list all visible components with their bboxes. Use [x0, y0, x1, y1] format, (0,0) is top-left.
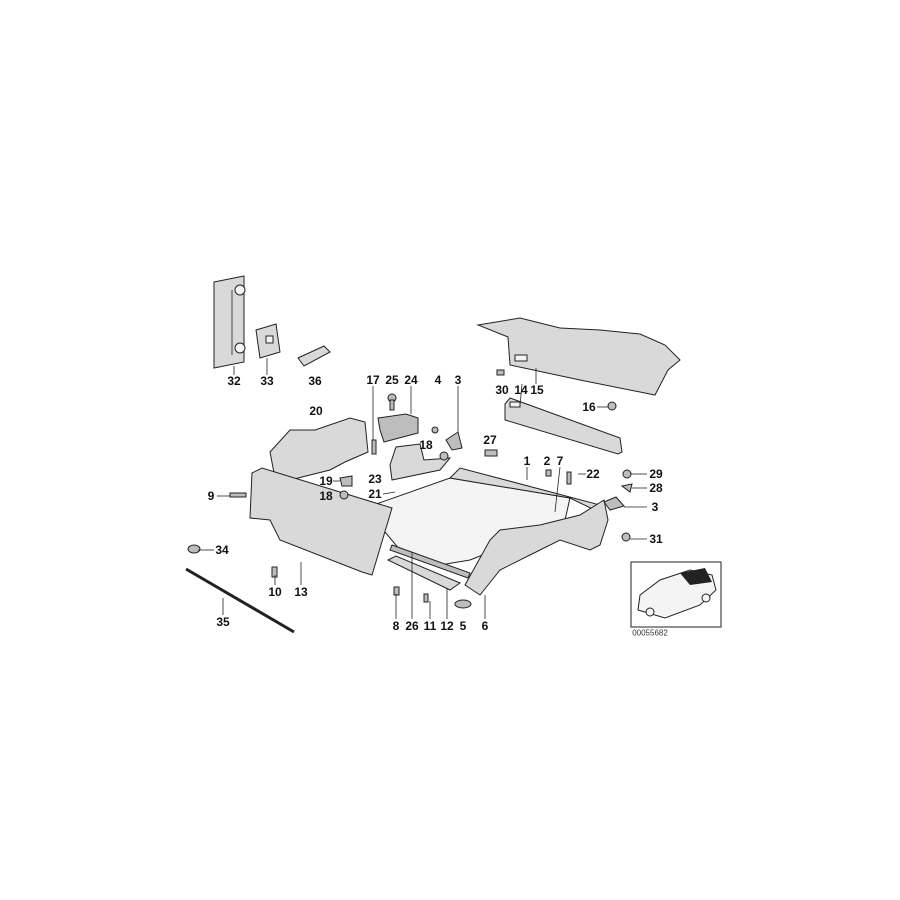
callout-17[interactable]: 17 [366, 373, 380, 387]
callout-4[interactable]: 4 [434, 373, 442, 387]
part-33[interactable] [255, 323, 281, 359]
part-14-trim-panel[interactable] [504, 397, 623, 455]
part-26[interactable] [389, 544, 471, 579]
part-27[interactable] [484, 449, 498, 457]
callout-14[interactable]: 14 [514, 383, 528, 397]
callout-33[interactable]: 33 [260, 374, 274, 388]
callout-9[interactable]: 9 [207, 489, 215, 503]
part-35-rod[interactable] [185, 567, 295, 634]
callout-13[interactable]: 13 [294, 585, 308, 599]
callout-27[interactable]: 27 [483, 433, 497, 447]
callout-35[interactable]: 35 [216, 615, 230, 629]
vehicle-location-inset [630, 561, 722, 628]
callout-16[interactable]: 16 [582, 400, 596, 414]
part-24[interactable] [377, 413, 419, 443]
drawing-number: 00055682 [632, 628, 668, 638]
callout-22[interactable]: 22 [586, 467, 600, 481]
part-3-bracket[interactable] [445, 431, 463, 451]
callout-6[interactable]: 6 [481, 619, 489, 633]
callout-34[interactable]: 34 [215, 543, 229, 557]
callout-8[interactable]: 8 [392, 619, 400, 633]
callout-10[interactable]: 10 [268, 585, 282, 599]
callout-3[interactable]: 3 [454, 373, 462, 387]
callout-7[interactable]: 7 [556, 454, 564, 468]
callout-19[interactable]: 19 [319, 474, 333, 488]
callout-29[interactable]: 29 [649, 467, 663, 481]
callout-12[interactable]: 12 [440, 619, 454, 633]
callout-18[interactable]: 18 [419, 438, 433, 452]
callout-5[interactable]: 5 [459, 619, 467, 633]
callout-31[interactable]: 31 [649, 532, 663, 546]
callout-28[interactable]: 28 [649, 481, 663, 495]
callout-1[interactable]: 1 [523, 454, 531, 468]
callout-20[interactable]: 20 [309, 404, 323, 418]
part-15-parcel-shelf[interactable] [476, 317, 681, 396]
callout-32[interactable]: 32 [227, 374, 241, 388]
callout-11[interactable]: 11 [423, 619, 437, 633]
callout-23[interactable]: 23 [368, 472, 382, 486]
leader-lines [198, 358, 647, 619]
callout-15[interactable]: 15 [530, 383, 544, 397]
part-12[interactable] [386, 555, 462, 591]
callout-30[interactable]: 30 [495, 383, 509, 397]
part-3-bracket[interactable] [603, 496, 625, 511]
callout-3b[interactable]: 3 [651, 500, 659, 514]
callout-26[interactable]: 26 [405, 619, 419, 633]
callout-18b[interactable]: 18 [319, 489, 333, 503]
part-20-side-trim[interactable] [269, 417, 369, 481]
callout-2[interactable]: 2 [543, 454, 551, 468]
callout-21[interactable]: 21 [368, 487, 382, 501]
part-32[interactable] [213, 275, 246, 369]
part-23[interactable] [389, 443, 452, 481]
callout-36[interactable]: 36 [308, 374, 322, 388]
part-36[interactable] [297, 345, 331, 367]
part-6-wheel-arch-trim[interactable] [464, 499, 609, 596]
part-13-floor-board[interactable] [249, 467, 393, 576]
callout-25[interactable]: 25 [385, 373, 399, 387]
callout-24[interactable]: 24 [404, 373, 418, 387]
fasteners [187, 369, 633, 609]
